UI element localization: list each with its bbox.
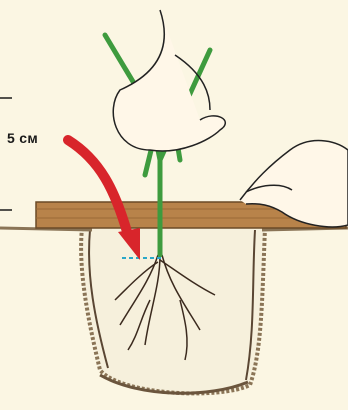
measure-ticks <box>0 98 12 210</box>
planting-hole <box>81 228 265 393</box>
depth-label: 5 см <box>7 130 38 146</box>
